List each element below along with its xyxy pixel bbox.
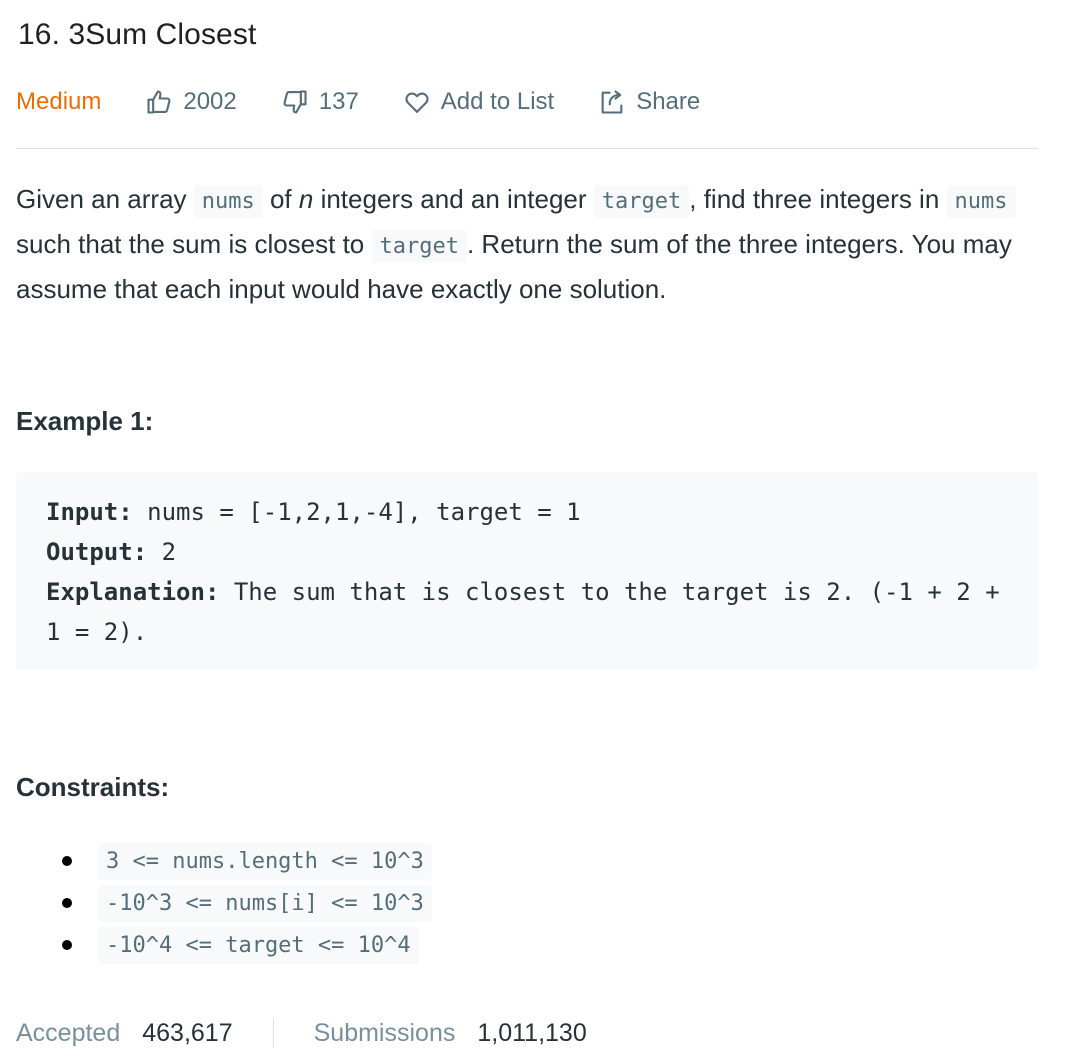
likes-count: 2002 (183, 88, 237, 115)
explanation-label: Explanation: (46, 578, 220, 606)
inline-code-target: target (593, 185, 690, 218)
header-divider (16, 148, 1038, 149)
description-text: integers and an integer (313, 184, 594, 214)
heart-icon (403, 88, 431, 116)
stats-divider (272, 1018, 274, 1048)
description-text: , find three integers in (689, 184, 947, 214)
example-heading: Example 1: (16, 406, 154, 436)
submissions-value: 1,011,130 (477, 1018, 587, 1047)
example-input-line: Input: nums = [-1,2,1,-4], target = 1 (46, 492, 1006, 532)
thumbs-down-icon (281, 88, 309, 116)
explanation-value: The sum that is closest to the target is… (46, 578, 1000, 646)
submissions-label: Submissions (313, 1018, 456, 1047)
share-icon (598, 88, 626, 116)
constraints-list: 3 <= nums.length <= 10^3 -10^3 <= nums[i… (60, 840, 432, 966)
problem-meta-row: Medium 2002 137 (16, 84, 744, 120)
input-value: nums = [-1,2,1,-4], target = 1 (132, 498, 581, 526)
dislike-button[interactable]: 137 (281, 88, 359, 116)
add-to-list-label: Add to List (440, 88, 555, 115)
problem-title: 16. 3Sum Closest (18, 18, 257, 51)
difficulty-badge: Medium (16, 88, 102, 115)
inline-code-target: target (371, 230, 467, 263)
example-text: Input: nums = [-1,2,1,-4], target = 1 Ou… (46, 492, 1006, 652)
example-explanation-line: Explanation: The sum that is closest to … (46, 572, 1006, 652)
constraint-item: 3 <= nums.length <= 10^3 (60, 840, 432, 882)
bullet-icon (62, 940, 72, 950)
submission-stats: Accepted 463,617 Submissions 1,011,130 (16, 1014, 587, 1052)
description-text: . Return the sum of the three integers. … (16, 229, 1012, 304)
constraint-item: -10^3 <= nums[i] <= 10^3 (60, 882, 432, 924)
constraint-item: -10^4 <= target <= 10^4 (60, 924, 432, 966)
example-block: Input: nums = [-1,2,1,-4], target = 1 Ou… (16, 472, 1038, 670)
constraint-code: -10^3 <= nums[i] <= 10^3 (98, 884, 432, 922)
accepted-value: 463,617 (142, 1018, 233, 1047)
constraint-code: -10^4 <= target <= 10^4 (98, 926, 419, 964)
accepted-label: Accepted (16, 1018, 121, 1047)
share-button[interactable]: Share (598, 88, 700, 116)
constraint-code: 3 <= nums.length <= 10^3 (98, 842, 432, 880)
description-variable-n: n (298, 184, 314, 214)
example-output-line: Output: 2 (46, 532, 1006, 572)
input-label: Input: (46, 498, 133, 526)
description-text: such that the sum is closest to (16, 229, 372, 259)
description-text: of (262, 184, 299, 214)
description-text: Given an array (16, 184, 194, 214)
bullet-icon (62, 856, 72, 866)
thumbs-up-icon (145, 88, 173, 116)
inline-code-nums: nums (946, 185, 1016, 218)
problem-description: Given an array nums of n integers and an… (16, 178, 1038, 310)
inline-code-nums: nums (193, 185, 263, 218)
like-button[interactable]: 2002 (145, 88, 237, 116)
constraints-heading: Constraints: (16, 772, 170, 802)
share-label: Share (636, 88, 701, 115)
output-label: Output: (46, 538, 148, 566)
output-value: 2 (147, 538, 177, 566)
bullet-icon (62, 898, 72, 908)
add-to-list-button[interactable]: Add to List (403, 88, 554, 116)
dislikes-count: 137 (318, 88, 359, 115)
